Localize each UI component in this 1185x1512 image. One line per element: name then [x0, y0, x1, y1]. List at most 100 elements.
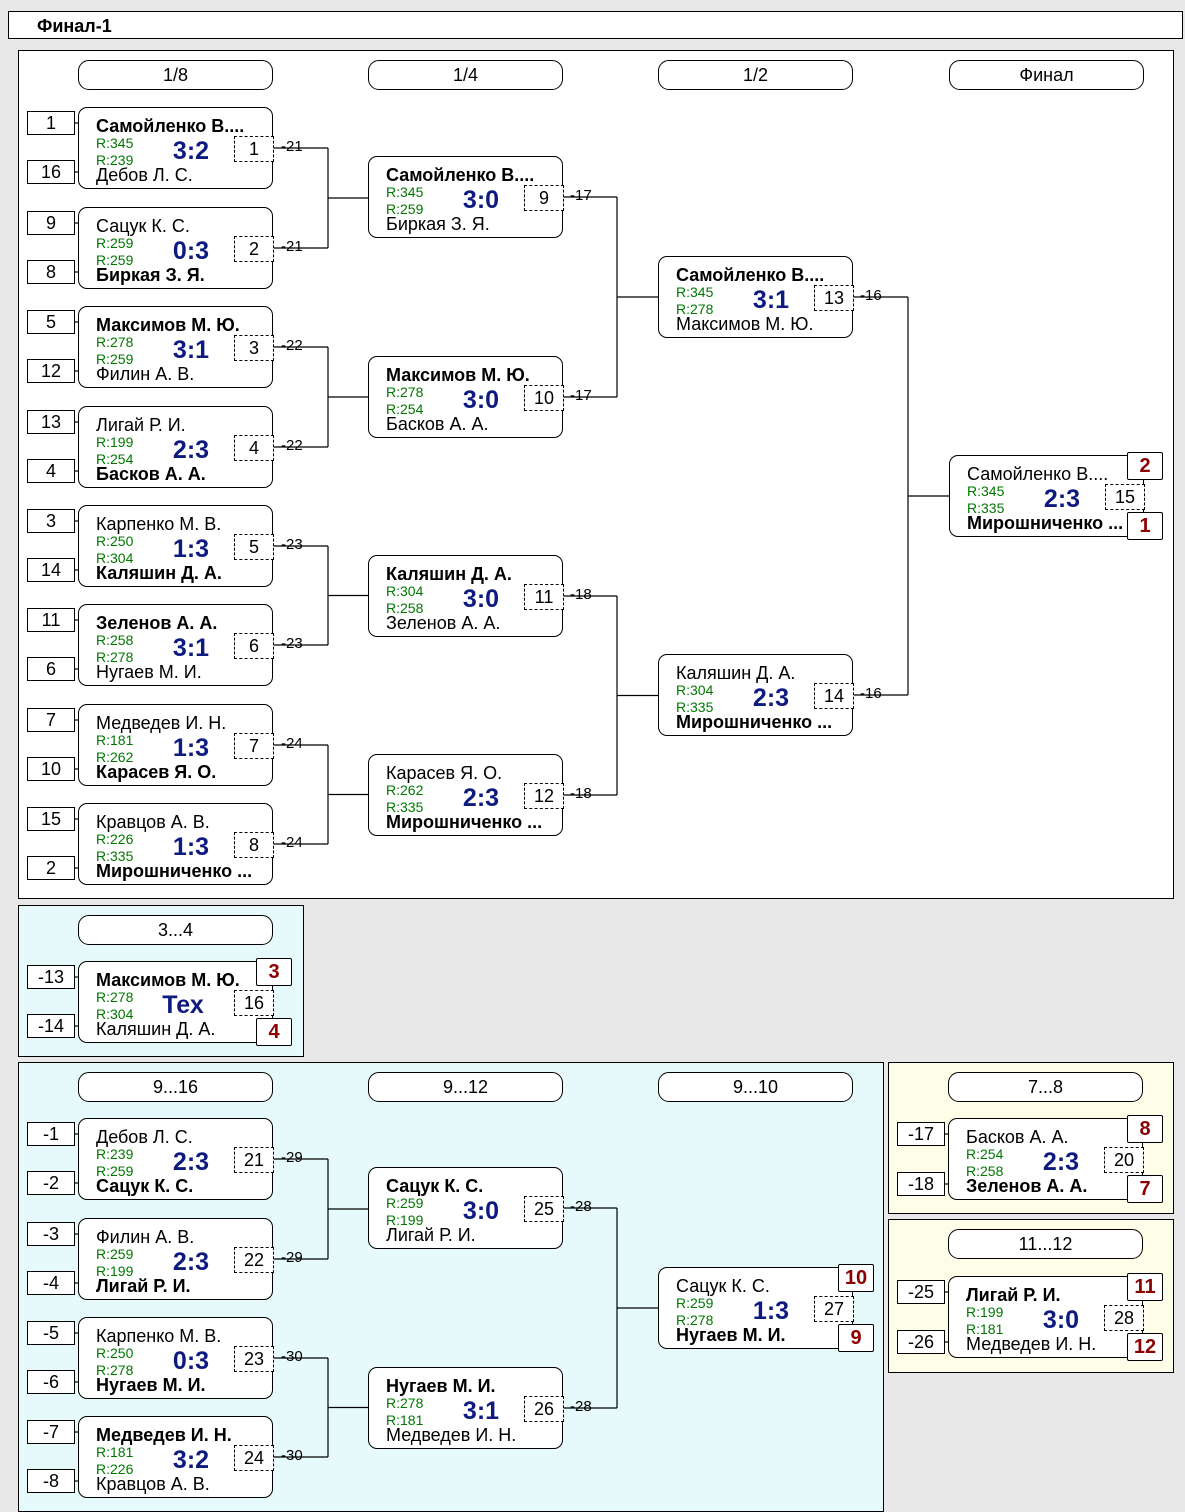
player-1-name: Карпенко М. В. [96, 1326, 222, 1346]
player-1-rating: R:250 [96, 1345, 134, 1361]
place-badge: 10 [838, 1264, 874, 1292]
seed-number: -3 [27, 1222, 75, 1246]
seed-number: 16 [27, 160, 75, 184]
player-2-name: Басков А. А. [96, 464, 206, 484]
player-2-name: Мирошниченко ... [967, 513, 1124, 533]
match-score: 2:3 [172, 1248, 210, 1276]
place-badge: 9 [838, 1324, 874, 1352]
player-2-name: Лигай Р. И. [386, 1225, 476, 1245]
seed-number: 2 [27, 856, 75, 880]
player-1-name: Сацук К. С. [96, 216, 190, 236]
player-2-rating: R:254 [386, 401, 424, 417]
player-2-name: Нугаев М. И. [96, 662, 202, 682]
player-1-rating: R:345 [676, 284, 714, 300]
seed-number: 3 [27, 509, 75, 533]
seed-number: 9 [27, 211, 75, 235]
seed-number: 12 [27, 359, 75, 383]
seed-number: -6 [27, 1370, 75, 1394]
match-number: 12 [524, 783, 564, 809]
player-2-name: Мирошниченко ... [676, 712, 833, 732]
match-score: 2:3 [172, 1148, 210, 1176]
loser-label: -16 [860, 685, 882, 702]
player-1-rating: R:259 [386, 1195, 424, 1211]
match-number: 9 [524, 185, 564, 211]
player-1-name: Медведев И. Н. [96, 713, 227, 733]
match-score: 0:3 [172, 237, 210, 265]
round-header: Финал [949, 60, 1144, 90]
player-2-name: Лигай Р. И. [96, 1276, 191, 1296]
round-header: 9...16 [78, 1072, 273, 1102]
player-2-name: Медведев И. Н. [966, 1334, 1097, 1354]
player-2-rating: R:278 [96, 649, 134, 665]
player-2-name: Зеленов А. А. [966, 1176, 1088, 1196]
match-score: 3:1 [462, 1397, 500, 1425]
player-2-name: Мирошниченко ... [96, 861, 253, 881]
player-1-rating: R:345 [386, 184, 424, 200]
player-1-name: Медведев И. Н. [96, 1425, 232, 1445]
match-number: 21 [234, 1147, 274, 1173]
player-2-name: Биркая З. Я. [386, 214, 490, 234]
player-1-name: Дебов Л. С. [96, 1127, 193, 1147]
place-badge: 8 [1127, 1115, 1163, 1143]
player-1-rating: R:181 [96, 1444, 134, 1460]
player-2-rating: R:258 [386, 600, 424, 616]
match-number: 14 [814, 683, 854, 709]
player-2-name: Дебов Л. С. [96, 165, 193, 185]
player-1-name: Самойленко В.... [96, 116, 245, 136]
player-1-rating: R:239 [96, 1146, 134, 1162]
player-2-rating: R:278 [676, 1312, 714, 1328]
player-1-rating: R:254 [966, 1146, 1004, 1162]
player-2-name: Нугаев М. И. [96, 1375, 206, 1395]
match-score: 2:3 [172, 436, 210, 464]
match-number: 3 [234, 335, 274, 361]
match-number: 8 [234, 832, 274, 858]
loser-label: -23 [281, 635, 303, 652]
seed-number: 5 [27, 310, 75, 334]
loser-label: -28 [570, 1198, 592, 1215]
player-1-name: Нугаев М. И. [386, 1376, 496, 1396]
match-score: 3:0 [462, 386, 500, 414]
round-header: 7...8 [948, 1072, 1143, 1102]
match-score: 3:0 [1042, 1306, 1080, 1334]
player-2-rating: R:259 [96, 1163, 134, 1179]
loser-label: -18 [570, 785, 592, 802]
place-badge: 2 [1127, 452, 1163, 480]
match-number: 20 [1104, 1147, 1144, 1173]
match-score: 2:3 [462, 784, 500, 812]
player-1-rating: R:259 [96, 235, 134, 251]
player-2-name: Медведев И. Н. [386, 1425, 517, 1445]
player-2-rating: R:239 [96, 152, 134, 168]
seed-number: -7 [27, 1420, 75, 1444]
match-number: 11 [524, 584, 564, 610]
player-1-rating: R:181 [96, 732, 134, 748]
player-1-rating: R:345 [967, 483, 1005, 499]
seed-number: -25 [897, 1280, 945, 1304]
match-number: 23 [234, 1346, 274, 1372]
